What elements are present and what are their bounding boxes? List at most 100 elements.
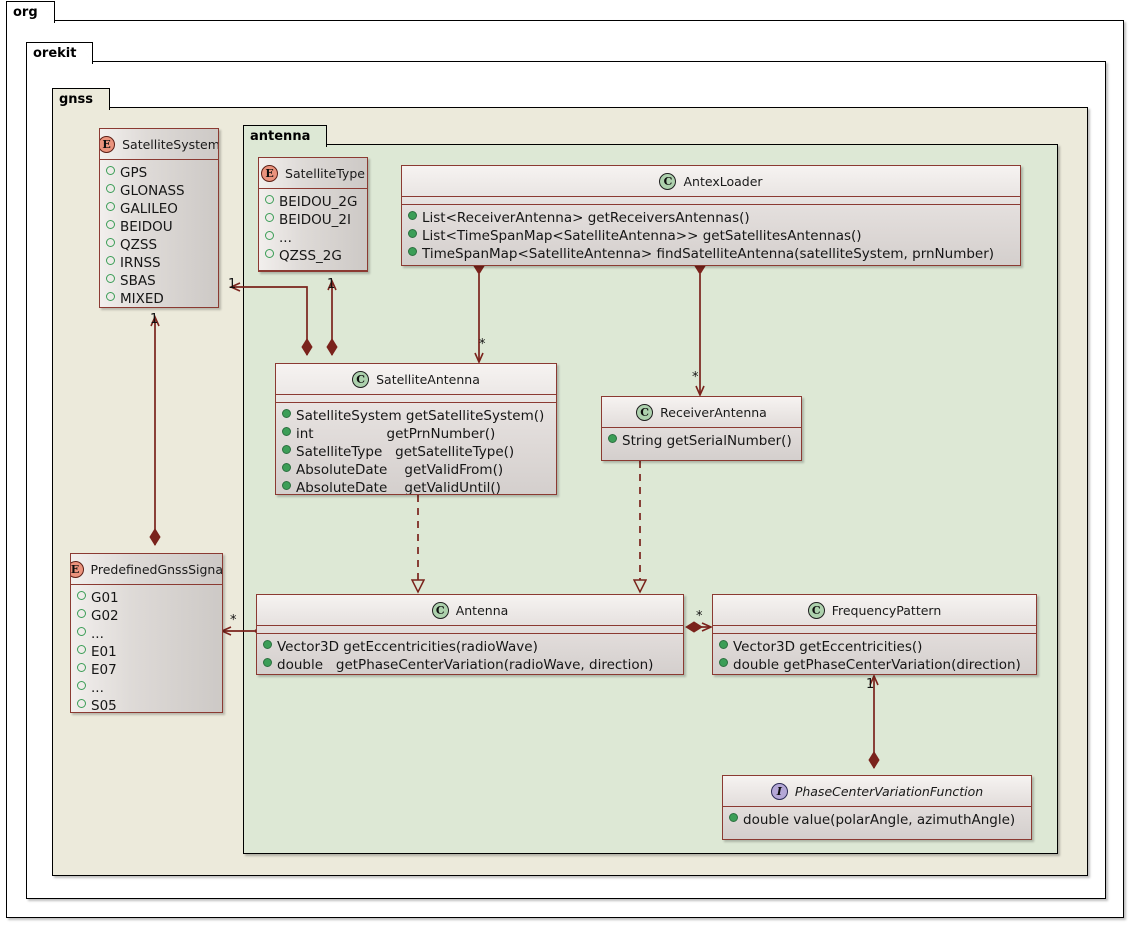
enum-value: G01 (77, 589, 216, 607)
divider (276, 394, 556, 395)
node-title-label: PhaseCenterVariationFunction (794, 783, 984, 799)
node-members: BEIDOU_2G BEIDOU_2I ... QZSS_2G (259, 189, 367, 270)
divider (713, 633, 1036, 634)
class-frequency-pattern[interactable]: C FrequencyPattern Vector3D getEccentric… (712, 594, 1037, 675)
package-tab-org: org (6, 1, 55, 23)
enum-value: QZSS_2G (265, 247, 361, 265)
node-methods: Vector3D getEccentricities() double getP… (713, 634, 1036, 674)
bullet-icon (77, 663, 86, 672)
package-tab-antenna: antenna (243, 125, 328, 147)
method: double getPhaseCenterVariation(direction… (719, 656, 1030, 674)
enum-satellite-system[interactable]: E SatelliteSystem GPS GLONASS GALILEO BE… (99, 128, 219, 308)
divider (100, 159, 218, 160)
package-label-orekit: orekit (33, 46, 77, 61)
node-members: GPS GLONASS GALILEO BEIDOU QZSS IRNSS SB… (100, 160, 218, 307)
divider (276, 402, 556, 403)
public-bullet-icon (719, 658, 728, 667)
node-title-label: AntexLoader (683, 173, 763, 189)
enum-satellite-type[interactable]: E SatelliteType BEIDOU_2G BEIDOU_2I ... … (258, 157, 368, 272)
multiplicity-pattern-pcv: 1 (866, 677, 875, 692)
class-icon: C (352, 370, 370, 388)
node-title: C SatelliteAntenna (276, 364, 556, 394)
interface-phase-center-variation-function[interactable]: I PhaseCenterVariationFunction double va… (722, 775, 1032, 840)
node-title: C Antenna (257, 595, 683, 625)
divider (257, 625, 683, 626)
method: List<ReceiverAntenna> getReceiversAntenn… (408, 209, 1014, 227)
bullet-icon (77, 681, 86, 690)
enum-value: SBAS (106, 272, 212, 290)
public-bullet-icon (282, 445, 291, 454)
enum-value: ... (265, 229, 361, 247)
public-bullet-icon (263, 640, 272, 649)
node-title: C AntexLoader (402, 166, 1020, 196)
class-receiver-antenna[interactable]: C ReceiverAntenna String getSerialNumber… (601, 396, 802, 461)
method: String getSerialNumber() (608, 432, 795, 450)
enum-value: GLONASS (106, 182, 212, 200)
method: AbsoluteDate getValidFrom() (282, 461, 550, 479)
node-title-label: Antenna (455, 602, 509, 618)
bullet-icon (106, 256, 115, 265)
enum-value: E07 (77, 661, 216, 679)
package-label-antenna: antenna (250, 129, 311, 144)
public-bullet-icon (282, 463, 291, 472)
node-title-label: SatelliteType (285, 165, 365, 181)
node-title: I PhaseCenterVariationFunction (723, 776, 1031, 806)
node-title-label: SatelliteAntenna (376, 371, 480, 387)
node-title: C ReceiverAntenna (602, 397, 801, 427)
public-bullet-icon (282, 427, 291, 436)
enum-value: GPS (106, 164, 212, 182)
bullet-icon (265, 249, 274, 258)
package-label-org: org (13, 5, 38, 20)
node-methods: List<ReceiverAntenna> getReceiversAntenn… (402, 205, 1020, 265)
divider (713, 625, 1036, 626)
node-attributes (713, 626, 1036, 633)
bullet-icon (106, 184, 115, 193)
package-tab-orekit: orekit (26, 42, 94, 64)
multiplicity-antex-satantenna: * (479, 337, 486, 352)
public-bullet-icon (282, 409, 291, 418)
class-icon: C (636, 403, 654, 421)
package-tab-gnss: gnss (52, 88, 111, 110)
node-methods: Vector3D getEccentricities(radioWave) do… (257, 634, 683, 674)
divider (257, 633, 683, 634)
node-title-label: SatelliteSystem (122, 136, 219, 152)
method: List<TimeSpanMap<SatelliteAntenna>> getS… (408, 227, 1014, 245)
public-bullet-icon (608, 434, 617, 443)
method: int getPrnNumber() (282, 425, 550, 443)
class-antex-loader[interactable]: C AntexLoader List<ReceiverAntenna> getR… (401, 165, 1021, 266)
bullet-icon (106, 166, 115, 175)
node-title-label: ReceiverAntenna (660, 404, 767, 420)
package-label-gnss: gnss (59, 92, 94, 107)
bullet-icon (77, 699, 86, 708)
divider (71, 584, 222, 585)
class-icon: C (431, 601, 449, 619)
class-antenna[interactable]: C Antenna Vector3D getEccentricities(rad… (256, 594, 684, 675)
multiplicity-satsys-satantenna: 1 (150, 312, 159, 327)
node-title: E SatelliteSystem (100, 129, 218, 159)
public-bullet-icon (729, 813, 738, 822)
node-attributes (402, 197, 1020, 204)
node-title: E PredefinedGnssSignal (71, 554, 222, 584)
bullet-icon (77, 609, 86, 618)
public-bullet-icon (408, 211, 417, 220)
method: AbsoluteDate getValidUntil() (282, 479, 550, 494)
bullet-icon (77, 627, 86, 636)
enum-icon: E (261, 164, 279, 182)
bullet-icon (265, 231, 274, 240)
enum-value: BEIDOU (106, 218, 212, 236)
divider (402, 204, 1020, 205)
enum-predefined-gnss-signal[interactable]: E PredefinedGnssSignal G01 G02 ... E01 E… (70, 553, 223, 713)
node-title: E SatelliteType (259, 158, 367, 188)
bullet-icon (265, 213, 274, 222)
class-icon: C (807, 601, 825, 619)
bullet-icon (77, 645, 86, 654)
node-methods: String getSerialNumber() (602, 428, 801, 455)
bullet-icon (106, 220, 115, 229)
multiplicity-antenna-signal: * (230, 613, 237, 628)
method: TimeSpanMap<SatelliteAntenna> findSatell… (408, 245, 1014, 263)
class-satellite-antenna[interactable]: C SatelliteAntenna SatelliteSystem getSa… (275, 363, 557, 495)
enum-value: ... (77, 679, 216, 697)
multiplicity-satsys-signal: 1 (228, 277, 237, 292)
multiplicity-sattype-satantenna: 1 (327, 277, 336, 292)
